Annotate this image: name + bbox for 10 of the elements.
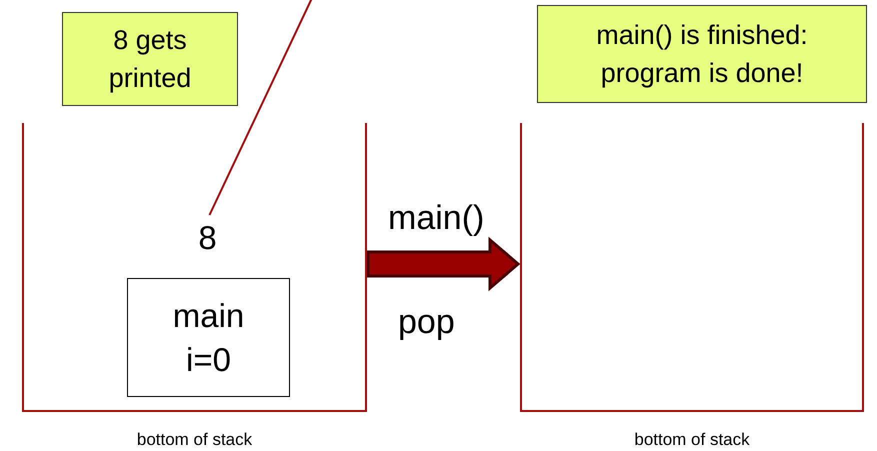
stack-label: bottom of stack [136,430,254,450]
leader-line [208,0,313,216]
value-text: 8 [185,215,230,260]
callout-box: main() is finished: program is done! [537,5,867,103]
arrow-caption: pop [398,302,455,342]
stack-frame: main i=0 [127,278,290,397]
arrow-caption: main() [388,198,484,238]
stack-label: bottom of stack [633,430,751,450]
block-arrow [366,236,520,292]
callout-box: 8 gets printed [62,12,238,106]
